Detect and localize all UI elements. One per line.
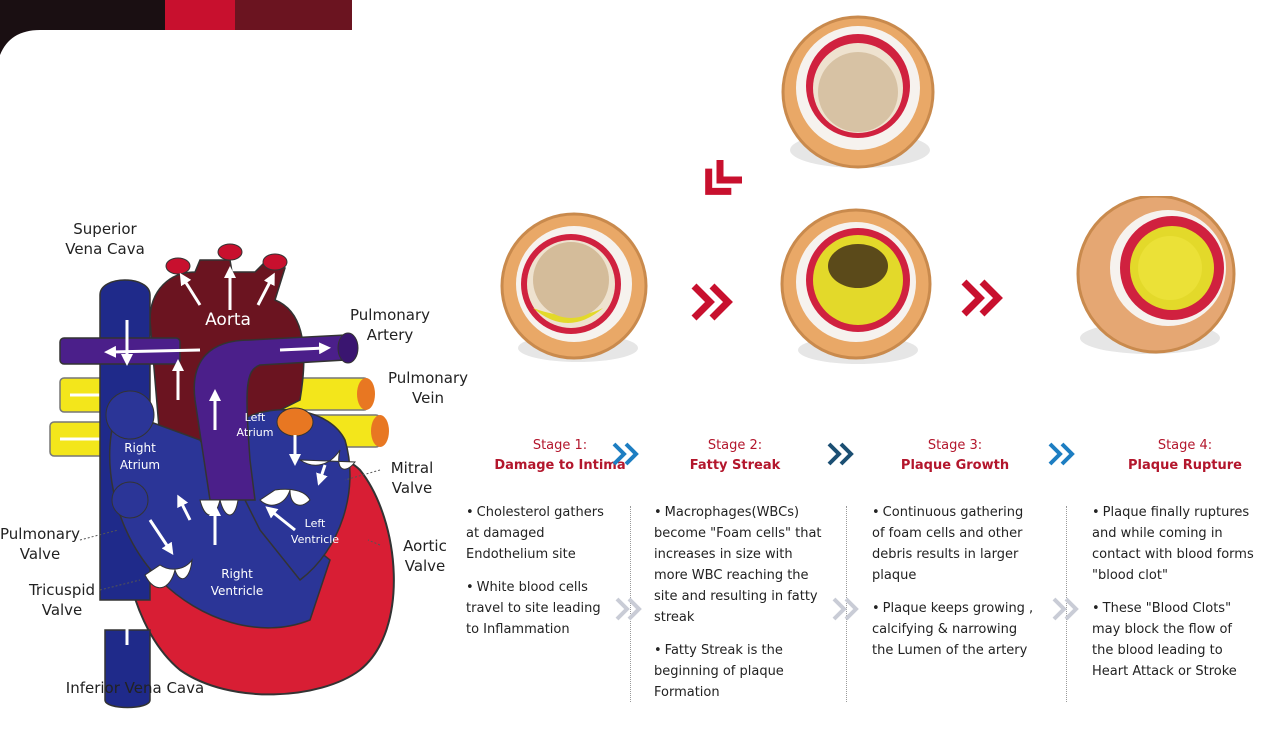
column-divider bbox=[630, 506, 631, 702]
stage-3-description: •Continuous gathering of foam cells and … bbox=[872, 502, 1038, 673]
inferior-vena-cava bbox=[104, 629, 151, 709]
faded-chevron-icon bbox=[832, 597, 859, 621]
stage-arrow-icon bbox=[827, 442, 854, 466]
list-item: •Plaque finally ruptures and while comin… bbox=[1092, 505, 1254, 583]
artery-stage-2 bbox=[780, 208, 932, 364]
stage-2-title: Stage 2: Fatty Streak bbox=[689, 438, 781, 473]
edge-strip bbox=[1272, 330, 1280, 710]
artery-stage-3 bbox=[1076, 196, 1236, 354]
list-item: •These "Blood Clots" may block the flow … bbox=[1092, 601, 1237, 679]
stage-1-description: •Cholesterol gathers at damaged Endothel… bbox=[466, 502, 606, 652]
heart-diagram bbox=[49, 243, 395, 709]
faded-chevron-icon bbox=[1052, 597, 1079, 621]
chevron-icon bbox=[691, 283, 733, 321]
faded-chevron-icon bbox=[615, 597, 642, 621]
label-leaders bbox=[79, 469, 381, 591]
chevron-icon bbox=[961, 279, 1003, 317]
column-divider bbox=[1066, 506, 1067, 702]
stage-arrow-icon bbox=[612, 442, 639, 466]
stage-4-description: •Plaque finally ruptures and while comin… bbox=[1092, 502, 1256, 694]
artery-stage-1 bbox=[500, 212, 648, 362]
header-banner bbox=[0, 0, 352, 55]
stage-1-title: Stage 1: Damage to Intima bbox=[494, 438, 626, 473]
column-divider bbox=[846, 506, 847, 702]
pulmonary-artery bbox=[193, 334, 346, 501]
artery-healthy bbox=[781, 15, 935, 169]
list-item: •White blood cells travel to site leadin… bbox=[466, 580, 601, 637]
blood-flow-arrows bbox=[104, 266, 331, 645]
list-item: •Continuous gathering of foam cells and … bbox=[872, 505, 1024, 583]
list-item: •Macrophages(WBCs) become "Foam cells" t… bbox=[654, 505, 822, 625]
stage-2-description: •Macrophages(WBCs) become "Foam cells" t… bbox=[654, 502, 822, 715]
list-item: •Plaque keeps growing , calcifying & nar… bbox=[872, 601, 1034, 658]
chevron-back-icon bbox=[705, 160, 742, 195]
stage-arrow-icon bbox=[1048, 442, 1075, 466]
list-item: •Cholesterol gathers at damaged Endothel… bbox=[466, 505, 604, 562]
label-inferior-vena-cava: Inferior Vena Cava bbox=[65, 679, 205, 697]
stage-4-title: Stage 4: Plaque Rupture bbox=[1128, 438, 1242, 473]
list-item: •Fatty Streak is the beginning of plaque… bbox=[654, 643, 784, 700]
label-aorta: Aorta bbox=[205, 310, 251, 330]
stage-3-title: Stage 3: Plaque Growth bbox=[900, 438, 1010, 473]
